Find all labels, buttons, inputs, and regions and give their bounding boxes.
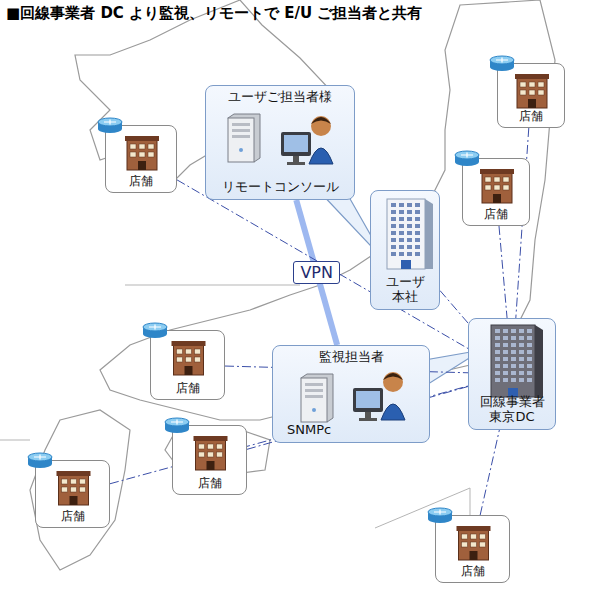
router-icon bbox=[428, 508, 452, 523]
box-label: 店舗 bbox=[461, 564, 485, 578]
diagram-title: ■回線事業者 DC より監視、リモートで E/U ご担当者と共有 bbox=[6, 4, 422, 23]
router-icon bbox=[143, 323, 167, 338]
network-link bbox=[480, 430, 499, 515]
grid-line bbox=[125, 285, 300, 286]
box-label: 店舗 bbox=[176, 381, 200, 395]
router-icon bbox=[28, 453, 52, 468]
store-box: 店舗 bbox=[105, 125, 177, 193]
box-label: リモートコンソール bbox=[222, 179, 339, 195]
grid-line bbox=[0, 440, 30, 441]
box-label: 店舗 bbox=[519, 109, 543, 123]
box-label: 回線事業者 東京DC bbox=[476, 394, 548, 425]
router-icon bbox=[455, 151, 479, 166]
building-icon bbox=[387, 199, 433, 269]
store-icon bbox=[457, 526, 491, 560]
box-heading: ユーザご担当者様 bbox=[228, 89, 332, 105]
store-icon bbox=[194, 436, 228, 470]
box-heading: 監視担当者 bbox=[319, 349, 384, 365]
box-label: 店舗 bbox=[129, 174, 153, 188]
network-link bbox=[499, 226, 507, 318]
box-label: 店舗 bbox=[198, 476, 222, 490]
network-link bbox=[440, 291, 468, 323]
box-label: ユーザ 本社 bbox=[381, 274, 429, 305]
kyushu-outline bbox=[30, 410, 130, 570]
building-icon bbox=[491, 325, 543, 397]
coastline bbox=[30, 0, 555, 570]
router-icon bbox=[98, 118, 122, 133]
link-label: VPN bbox=[293, 261, 340, 284]
operator-icon bbox=[353, 372, 405, 421]
callout-box: ユーザご担当者様リモートコンソール bbox=[205, 85, 355, 200]
store-box: 店舗 bbox=[435, 515, 510, 583]
office-box: ユーザ 本社 bbox=[370, 190, 440, 310]
server-icon bbox=[301, 374, 333, 422]
box-label: 店舗 bbox=[484, 207, 508, 221]
store-icon bbox=[172, 341, 206, 375]
store-icon bbox=[480, 169, 514, 203]
store-icon bbox=[515, 74, 549, 108]
router-icon bbox=[165, 418, 189, 433]
store-box: 店舗 bbox=[150, 330, 225, 400]
store-icon bbox=[125, 136, 159, 170]
store-box: 店舗 bbox=[497, 63, 565, 128]
grid-lines bbox=[0, 285, 470, 528]
store-box: 店舗 bbox=[462, 158, 530, 226]
router-icon bbox=[490, 56, 514, 71]
store-icon bbox=[57, 471, 91, 505]
store-box: 店舗 bbox=[35, 460, 110, 528]
operator-icon bbox=[281, 116, 333, 165]
datacenter-box: 回線事業者 東京DC bbox=[468, 318, 556, 430]
box-label: 店舗 bbox=[61, 509, 85, 523]
store-box: 店舗 bbox=[172, 425, 247, 495]
server-icon bbox=[228, 114, 260, 162]
box-label: SNMPc bbox=[287, 422, 331, 438]
network-link bbox=[177, 180, 468, 349]
callout-box: 監視担当者 SNMPc bbox=[272, 345, 430, 443]
